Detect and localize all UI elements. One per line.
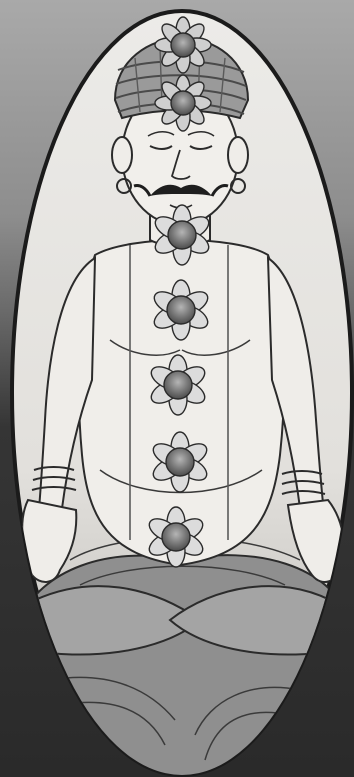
chakra-third-eye <box>155 75 211 131</box>
chakra-crown <box>155 17 211 73</box>
